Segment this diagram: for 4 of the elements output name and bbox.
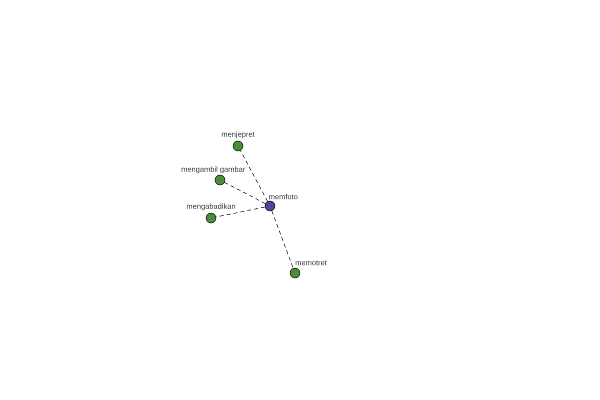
dashed-line bbox=[224, 182, 266, 204]
dashed-line bbox=[216, 206, 266, 218]
dashed-line bbox=[240, 150, 268, 202]
dashed-line bbox=[272, 210, 294, 268]
